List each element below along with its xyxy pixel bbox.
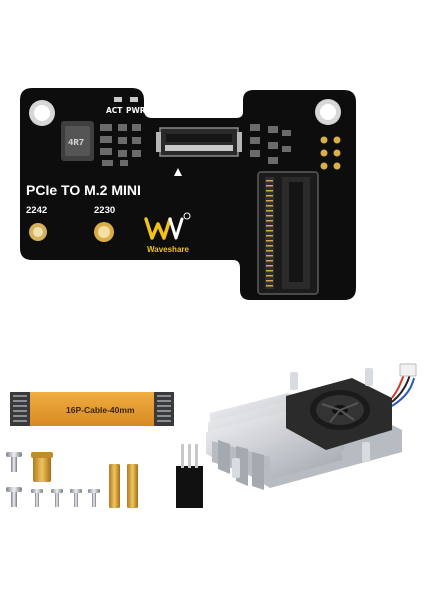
fpc-connector-16p (156, 127, 242, 157)
pcie-to-m2-board: ACT PWR 4R7 (20, 88, 356, 300)
led-pwr-label: PWR (126, 106, 146, 115)
smd-components-right (250, 124, 291, 164)
screw-5 (70, 489, 82, 507)
brass-standoff-tall-2 (127, 464, 138, 508)
cable-label: 16P-Cable-40mm (66, 405, 135, 415)
board-title: PCIe TO M.2 MINI (26, 182, 141, 198)
mounting-hole-top-right (315, 99, 341, 125)
m2-slot (257, 171, 319, 295)
cooler-mount-springs (232, 368, 373, 478)
inductor: 4R7 (61, 121, 94, 161)
pin-header-2x3 (176, 444, 203, 508)
screw-2 (6, 487, 22, 507)
mounting-hole-2230 (94, 222, 114, 242)
active-cooler (206, 363, 417, 490)
size-label-2242: 2242 (26, 205, 47, 216)
inductor-mark: 4R7 (68, 138, 84, 148)
led-pwr-pad (130, 97, 138, 102)
pin1-marker (174, 168, 182, 176)
led-act-pad (114, 97, 122, 102)
brass-standoff-tall-1 (109, 464, 120, 508)
header-pads (320, 136, 341, 170)
fan-housing (286, 378, 392, 450)
screw-3 (31, 489, 43, 507)
screw-set (6, 452, 138, 508)
fpc-cable: 16P-Cable-40mm (10, 392, 174, 426)
smd-components-left (100, 124, 141, 166)
screw-4 (51, 489, 63, 507)
waveshare-logo: Waveshare (144, 212, 191, 254)
fan-cable (391, 363, 417, 407)
waveshare-logo-mark (144, 217, 172, 240)
mounting-hole-2242 (29, 223, 47, 241)
led-act-label: ACT (106, 106, 123, 115)
screw-6 (88, 489, 100, 507)
screw-1 (6, 452, 22, 472)
size-label-2230: 2230 (94, 205, 115, 216)
brand-name: Waveshare (147, 245, 190, 254)
mounting-hole-top-left (29, 100, 55, 126)
brass-standoff-short (31, 452, 53, 482)
